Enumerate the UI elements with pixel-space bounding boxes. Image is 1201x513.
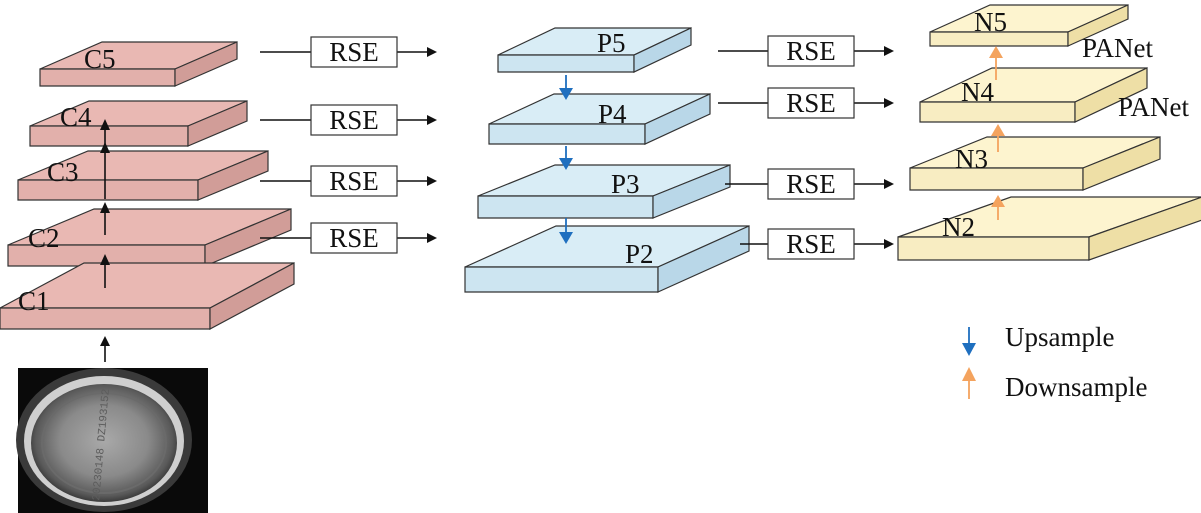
panet-tag-1: PANet bbox=[1082, 33, 1154, 63]
rse-label-p5-n5: RSE bbox=[786, 36, 836, 66]
upsample-arrowhead-1 bbox=[559, 88, 573, 100]
panet-tag-2: PANet bbox=[1118, 92, 1190, 122]
rse-label-c2-p2: RSE bbox=[329, 223, 379, 253]
rse-label-p2-n2: RSE bbox=[786, 229, 836, 259]
backbone-layer-c3-label: C3 bbox=[47, 157, 79, 187]
input-image: 20230148 DZ193152 bbox=[16, 368, 208, 513]
backbone-layer-c4-side-face bbox=[187, 100, 248, 147]
pan-layer-n3: N3 bbox=[909, 136, 1161, 191]
backbone-up-arrowhead-2 bbox=[100, 142, 110, 153]
rse-connector-p2-n2: RSE bbox=[740, 228, 894, 260]
fpn-layer-p3: P3 bbox=[477, 164, 731, 219]
fpn-layer-p3-side-face bbox=[652, 164, 731, 219]
backbone-layer-c1-side-face bbox=[209, 261, 295, 331]
rse-connector-c3-p3: RSE bbox=[260, 165, 437, 197]
backbone-layer-c5: C5 bbox=[39, 41, 238, 87]
pan-layer-n4-side-face bbox=[1074, 67, 1148, 123]
rse-box-c3-p3 bbox=[310, 165, 398, 197]
downsample-arrowhead-1 bbox=[991, 195, 1005, 207]
backbone-up-arrowhead-4 bbox=[100, 254, 110, 265]
backbone-layer-c5-side-face bbox=[174, 41, 238, 87]
downsample-arrowhead-2 bbox=[991, 124, 1005, 136]
rse-connector-p5-n5: RSE bbox=[718, 35, 894, 67]
legend-upsample-arrow-icon bbox=[962, 343, 976, 356]
backbone-up-arrowhead-1 bbox=[100, 119, 110, 130]
rse-box-c2-p2 bbox=[310, 222, 398, 254]
pan-layer-n4-label: N4 bbox=[961, 77, 994, 107]
backbone-layer-c4: C4 bbox=[29, 100, 248, 147]
pan-layer-n3-front-face bbox=[909, 167, 1084, 191]
pan-layer-n3-label: N3 bbox=[955, 144, 988, 174]
rse-label-c4-p4: RSE bbox=[329, 105, 379, 135]
rse-box-p3-n3 bbox=[767, 168, 855, 200]
pan-layer-n4-front-face bbox=[919, 101, 1076, 123]
fpn-layer-p3-label: P3 bbox=[611, 169, 640, 199]
rse-label-c3-p3: RSE bbox=[329, 166, 379, 196]
rse-connector-p4-n4: RSE bbox=[718, 87, 894, 119]
rse-connector-p3-n3: RSE bbox=[725, 168, 894, 200]
rse-box-p2-n2 bbox=[767, 228, 855, 260]
arrows: RSE RSE RSE RSE RSE RSE RSE RSE bbox=[100, 35, 1005, 288]
rse-connector-c4-p4: RSE bbox=[260, 104, 437, 136]
fpn-layer-p2-front-face bbox=[464, 266, 659, 293]
can-inner-ring bbox=[41, 392, 167, 494]
legend: Upsample Downsample bbox=[962, 322, 1147, 402]
rse-label-p3-n3: RSE bbox=[786, 169, 836, 199]
rse-box-c5-p5 bbox=[310, 36, 398, 68]
pan-layer-n5-label: N5 bbox=[974, 7, 1007, 37]
pan-layer-n3-side-face bbox=[1082, 136, 1161, 191]
can-lid bbox=[31, 384, 177, 502]
upsample-arrowhead-3 bbox=[559, 232, 573, 244]
fpn-layer-p4-label: P4 bbox=[598, 99, 627, 129]
fpn-layer-p5-label: P5 bbox=[597, 28, 626, 58]
legend-upsample-label: Upsample bbox=[1005, 322, 1114, 352]
rse-label-p4-n4: RSE bbox=[786, 88, 836, 118]
backbone-layer-c3: C3 bbox=[17, 150, 269, 201]
rse-box-p4-n4 bbox=[767, 87, 855, 119]
fpn-layer-p5-side-face bbox=[633, 27, 692, 73]
rse-box-p5-n5 bbox=[767, 35, 855, 67]
backbone-layer-c4-label: C4 bbox=[60, 102, 92, 132]
fpn-layer-p5: P5 bbox=[497, 27, 692, 73]
rse-label-c5-p5: RSE bbox=[329, 37, 379, 67]
legend-downsample-label: Downsample bbox=[1005, 372, 1147, 402]
fpn-layer-p2: P2 bbox=[464, 225, 750, 293]
rse-connector-c5-p5: RSE bbox=[260, 36, 437, 68]
pan-layer-n2: N2 bbox=[897, 196, 1201, 261]
downsample-arrowhead-3 bbox=[989, 46, 1003, 58]
legend-downsample-arrow-icon bbox=[962, 367, 976, 381]
pan-layer-n2-label: N2 bbox=[942, 212, 975, 242]
fpn-layer-p2-side-face bbox=[657, 225, 750, 293]
backbone-layer-c2-side-face bbox=[204, 208, 292, 267]
backbone-layer-c1: C1 bbox=[0, 261, 295, 331]
backbone-layer-c5-label: C5 bbox=[84, 44, 116, 74]
backbone-up-arrowhead-3 bbox=[100, 202, 110, 213]
pan-layer-n2-side-face bbox=[1088, 196, 1201, 261]
rse-box-c4-p4 bbox=[310, 104, 398, 136]
pan-layer-n5: N5 bbox=[929, 4, 1129, 47]
backbone-layer-c1-label: C1 bbox=[18, 286, 50, 316]
backbone-layer-c3-front-face bbox=[17, 179, 199, 201]
backbone-layer-c2-label: C2 bbox=[28, 223, 60, 253]
fpn-layer-p2-label: P2 bbox=[625, 239, 654, 269]
pan-layer-n4: N4 bbox=[919, 67, 1148, 123]
pan-layer-n2-front-face bbox=[897, 236, 1090, 261]
upsample-arrowhead-2 bbox=[559, 158, 573, 170]
fpn-layer-p3-front-face bbox=[477, 195, 654, 219]
rse-connector-c2-p2: RSE bbox=[260, 222, 437, 254]
backbone-layer-c2: C2 bbox=[7, 208, 292, 267]
fpn-layer-p4-side-face bbox=[644, 93, 711, 145]
pan-layer-n5-side-face bbox=[1067, 4, 1129, 47]
fpn-layer-p4: P4 bbox=[488, 93, 711, 145]
backbone-layer-c3-side-face bbox=[197, 150, 269, 201]
